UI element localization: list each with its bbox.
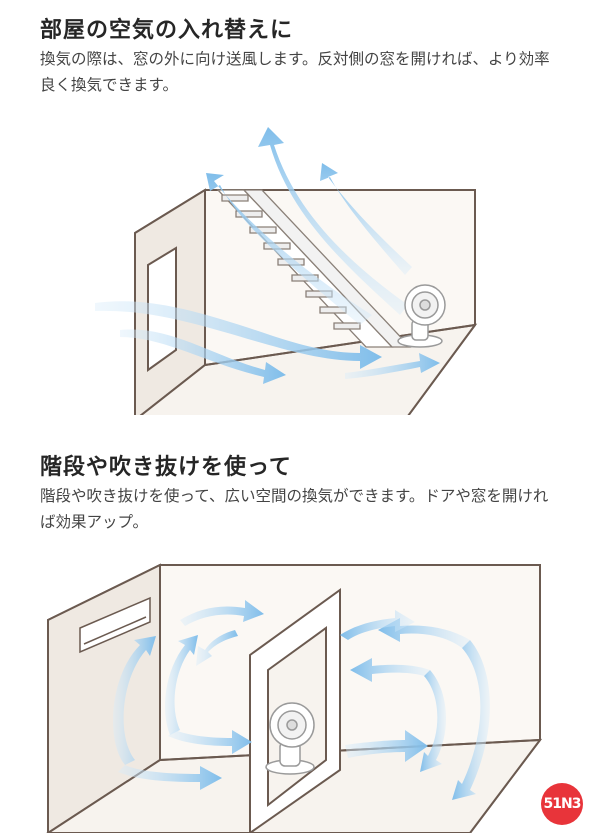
airflow-arrow-icon (340, 610, 490, 800)
airflow-arrow-icon (113, 600, 264, 790)
airflow-arrow-icon (345, 730, 428, 762)
section-description: 換気の際は、窓の外に向け送風します。反対側の窓を開ければ、より効率良く換気できま… (40, 50, 550, 94)
section-title: 階段や吹き抜けを使って (40, 455, 292, 480)
watermark-logo: 51N3 (541, 783, 583, 825)
air-conditioner-icon (79, 596, 151, 654)
illustration-atrium-ventilation (46, 563, 543, 833)
airflow-arrow-icon (95, 301, 440, 384)
airflow-arrow-icon (206, 127, 412, 325)
illustration-stairs-ventilation (95, 127, 478, 415)
circulator-fan-icon (265, 702, 315, 775)
circulator-fan-icon (397, 284, 446, 348)
section-title: 部屋の空気の入れ替えに (40, 18, 294, 43)
section-description: 階段や吹き抜けを使って、広い空間の換気ができます。ドアや窓を開ければ効果アップ。 (40, 487, 549, 531)
